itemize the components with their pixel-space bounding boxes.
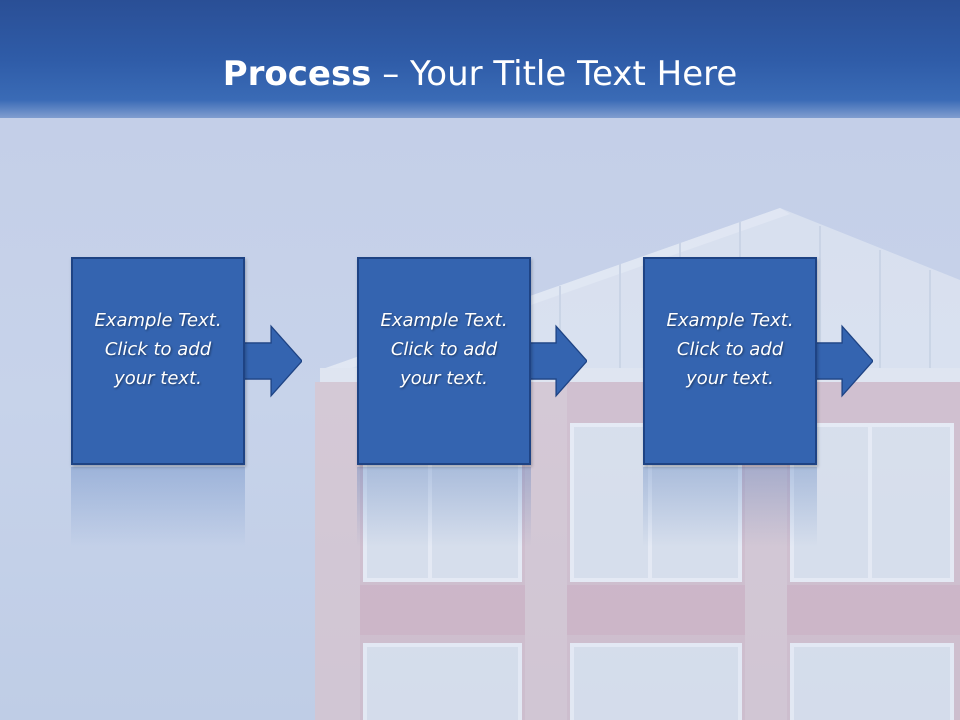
step-text: Example Text. Click to add your text. [380,306,507,393]
step-text-line: Example Text. [94,309,222,331]
process-step-2[interactable]: Example Text. Click to add your text. [357,257,531,465]
process-step-1[interactable]: Example Text. Click to add your text. [71,257,245,465]
title-bar [0,0,960,118]
step-text-line: your text. [686,367,774,389]
right-arrow-icon [244,324,302,398]
step-reflection [643,467,817,547]
step-text: Example Text. Click to add your text. [94,306,221,393]
right-arrow-icon [529,324,587,398]
step-text-line: Example Text. [666,309,794,331]
step-text-line: Click to add [676,338,784,360]
step-text-line: Click to add [104,338,212,360]
step-reflection [71,467,245,547]
step-text-line: your text. [114,367,202,389]
process-step-3[interactable]: Example Text. Click to add your text. [643,257,817,465]
slide-title[interactable]: Process – Your Title Text Here [0,52,960,96]
title-rest: – Your Title Text Here [371,54,738,94]
step-text: Example Text. Click to add your text. [666,306,793,393]
step-reflection [357,467,531,547]
step-text-line: Click to add [390,338,498,360]
step-text-line: Example Text. [380,309,508,331]
step-text-line: your text. [400,367,488,389]
title-bold: Process [222,54,372,94]
right-arrow-icon [815,324,873,398]
